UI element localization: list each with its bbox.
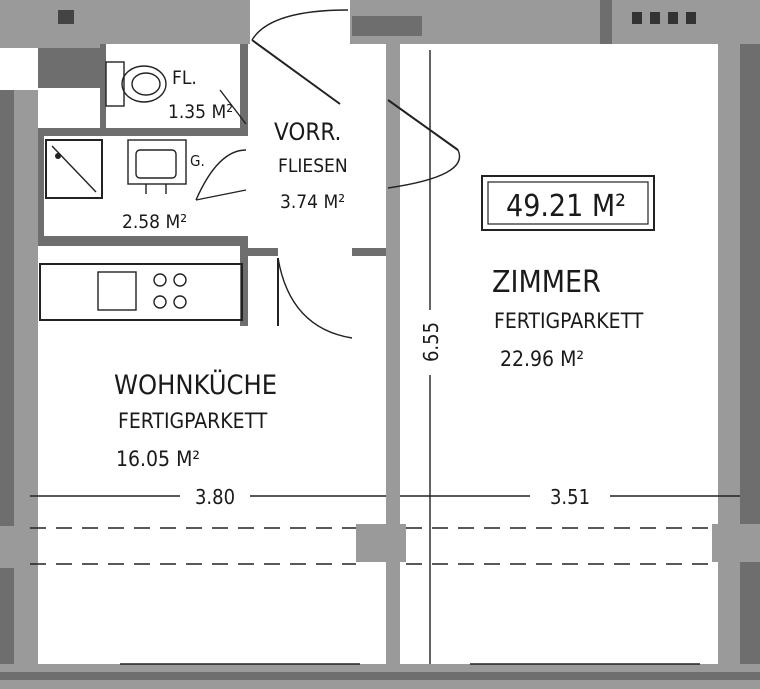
dimension-width-left: 3.80 (195, 485, 235, 509)
fl-name: FL. (172, 67, 197, 89)
wohnkueche-floor: FERTIGPARKETT (118, 409, 268, 433)
dimension-lines (30, 50, 740, 664)
toilet-door (219, 89, 247, 125)
dimension-height: 6.55 (419, 322, 443, 362)
toilet-icon (105, 61, 167, 107)
kitchen-counter (39, 263, 243, 321)
bath-area: 2.58 M² (122, 211, 187, 233)
zimmer-door (387, 99, 461, 189)
washbasin-icon (127, 139, 187, 194)
shower-icon (45, 139, 103, 199)
fl-area: 1.35 M² (168, 101, 233, 123)
dimension-width-right: 3.51 (550, 485, 590, 509)
zimmer-area: 22.96 M² (500, 347, 584, 371)
kitchen-door (277, 257, 353, 339)
bath-name: G. (190, 152, 205, 170)
entrance-door (251, 9, 349, 105)
doors (195, 9, 461, 339)
window-lines (30, 527, 712, 665)
zimmer-floor: FERTIGPARKETT (494, 309, 644, 333)
zimmer-name: ZIMMER (492, 265, 601, 300)
vorr-name: VORR. (274, 118, 341, 146)
wohnkueche-area: 16.05 M² (116, 447, 200, 471)
socket-icons (632, 12, 696, 24)
bath-door (195, 149, 247, 201)
vorr-floor: FLIESEN (278, 155, 348, 177)
small-square-icon (58, 10, 74, 24)
fixtures (39, 10, 696, 321)
total-area-box (481, 175, 655, 231)
total-area: 49.21 M² (506, 189, 626, 224)
wohnkueche-name: WOHNKÜCHE (114, 369, 277, 401)
vorr-area: 3.74 M² (280, 191, 345, 213)
